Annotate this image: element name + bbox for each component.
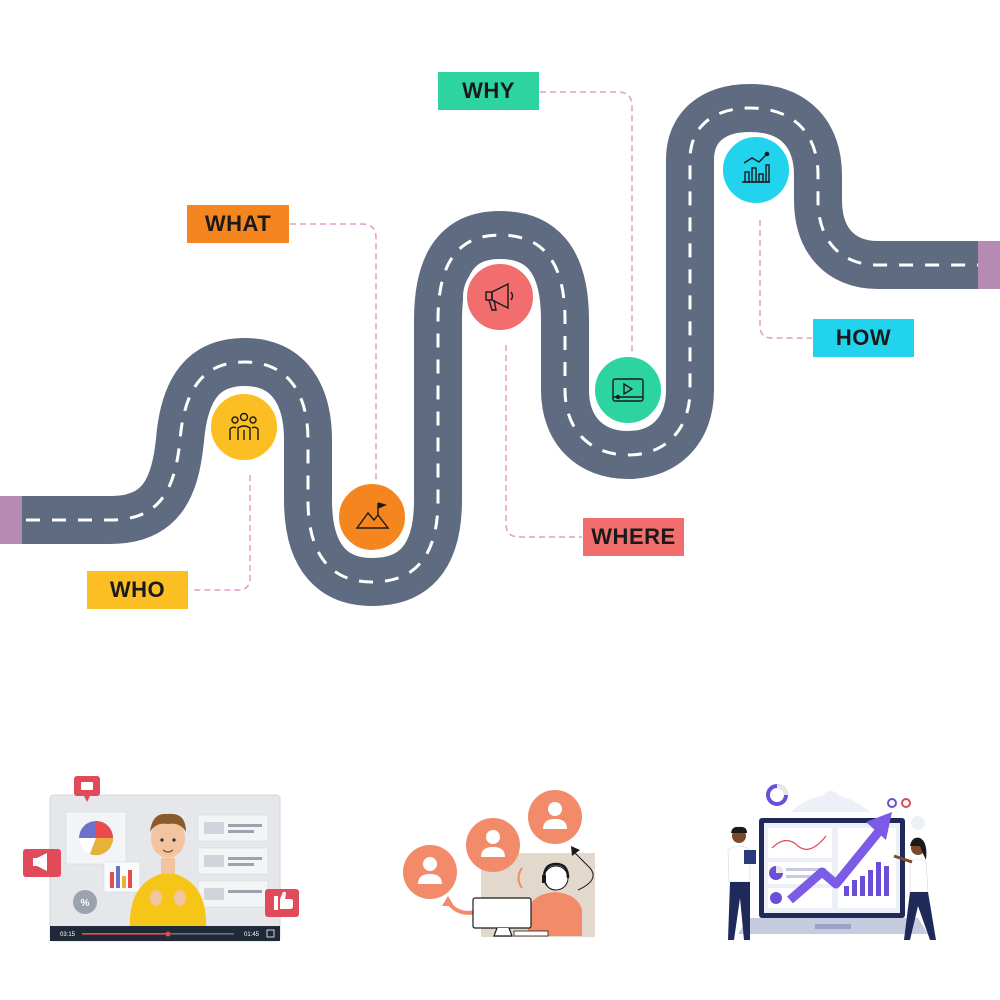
user-avatar-icon-1	[403, 845, 457, 899]
connectors	[190, 91, 812, 591]
video-elapsed-time: 03:15	[60, 932, 76, 938]
label-how-text: HOW	[836, 325, 891, 350]
label-who: WHO	[87, 571, 188, 609]
desktop-computer-icon	[472, 897, 549, 937]
megaphone-badge-icon	[23, 849, 61, 877]
label-where: WHERE	[583, 518, 684, 556]
presenter-video-illustration: % 03:15 01:45	[23, 776, 299, 942]
analyst-man-avatar	[727, 826, 756, 940]
milestone-how	[719, 133, 793, 207]
mountain-flag-icon	[355, 502, 390, 529]
curved-arrow-up	[517, 867, 523, 889]
road-lane-markings	[0, 106, 1000, 584]
milestone-labels: WHO WHAT WHERE WHY HOW	[87, 72, 914, 609]
label-what-text: WHAT	[205, 211, 271, 236]
support-agent-avatar	[528, 862, 582, 936]
video-scrubber[interactable]	[165, 931, 171, 937]
chat-badge-icon	[74, 776, 100, 802]
road-start-cap	[0, 496, 22, 544]
winding-road	[0, 84, 1000, 606]
svg-text:%: %	[81, 898, 90, 909]
growth-arrow-icon	[787, 812, 892, 904]
team-icon	[229, 412, 259, 440]
label-why: WHY	[438, 72, 539, 110]
analyst-woman-avatar	[893, 837, 936, 940]
connector-who	[190, 475, 251, 591]
squiggle-arrow	[573, 851, 594, 891]
megaphone-icon	[485, 282, 514, 311]
percent-badge-icon: %	[73, 890, 97, 914]
donut-chart-icon	[766, 784, 788, 806]
label-who-text: WHO	[110, 577, 165, 602]
presenter-avatar	[129, 813, 207, 928]
label-what: WHAT	[187, 205, 289, 243]
pie-chart-icon	[78, 821, 114, 856]
connector-what	[290, 223, 377, 480]
user-avatar-icon-3	[528, 790, 582, 844]
fullscreen-icon[interactable]	[266, 929, 275, 938]
milestone-where	[463, 260, 537, 334]
milestone-who	[207, 390, 281, 464]
video-total-time: 01:45	[244, 932, 260, 938]
label-how: HOW	[813, 319, 914, 357]
growth-chart-icon	[742, 151, 770, 183]
milestone-markers	[207, 133, 793, 554]
analytics-growth-illustration	[727, 784, 936, 940]
milestone-what	[335, 480, 409, 554]
connector-how	[759, 220, 812, 339]
label-where-text: WHERE	[591, 524, 675, 549]
road-end-cap	[978, 241, 1000, 289]
thumbs-up-badge-icon	[265, 889, 299, 917]
video-player-icon	[612, 378, 644, 402]
user-avatar-icon-2	[466, 818, 520, 872]
customer-support-network-illustration	[403, 790, 595, 937]
milestone-why	[591, 353, 665, 427]
connector-why	[540, 91, 633, 358]
label-why-text: WHY	[462, 78, 515, 103]
